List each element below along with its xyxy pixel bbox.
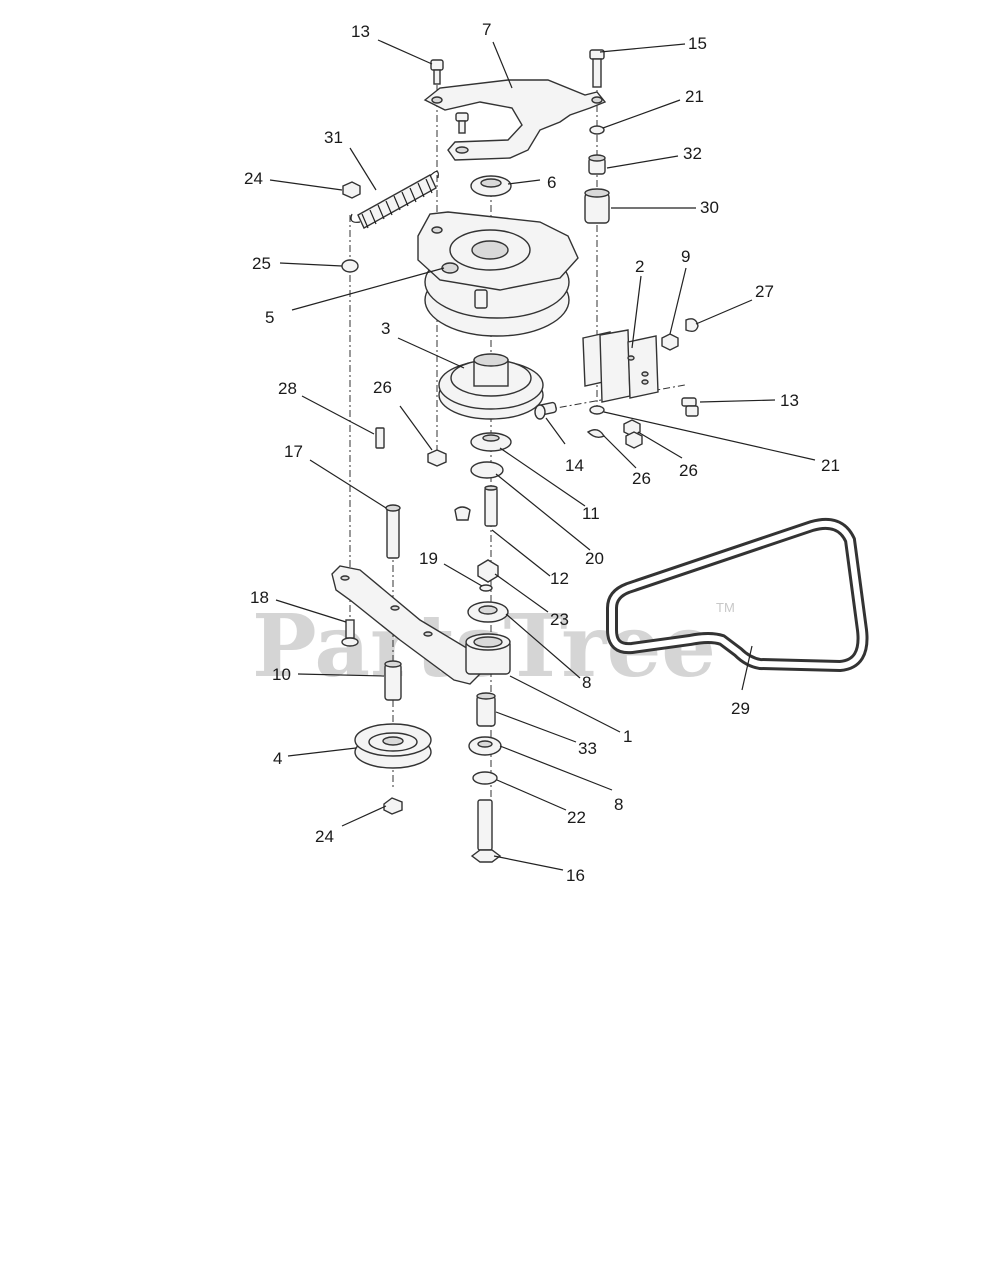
part-6-bearing	[470, 175, 512, 197]
part-31-spring	[350, 170, 439, 229]
callout-3: 3	[381, 319, 390, 338]
callout-23: 23	[550, 610, 569, 629]
part-26-nut	[427, 449, 447, 467]
part-26-clip	[586, 429, 605, 439]
callout-1: 1	[623, 727, 632, 746]
callout-2: 2	[635, 257, 644, 276]
part-26-nuts-right	[623, 419, 643, 449]
part-25-washer	[341, 259, 359, 273]
part-17-pin	[385, 504, 401, 559]
part-15-bolt	[589, 49, 605, 88]
callout-21-lower: 21	[821, 456, 840, 475]
leader-lines	[269, 39, 816, 871]
callout-26-b: 26	[632, 469, 651, 488]
part-3-pulley	[438, 353, 544, 420]
part-spacer-small	[454, 506, 471, 521]
part-28-key	[375, 427, 385, 449]
part-30-bushing	[584, 188, 610, 224]
callout-28: 28	[278, 379, 297, 398]
callout-9: 9	[681, 247, 690, 266]
part-13-bolt	[430, 59, 469, 134]
callout-14: 14	[565, 456, 584, 475]
callout-32: 32	[683, 144, 702, 163]
callout-26: 26	[373, 378, 392, 397]
callout-13-right: 13	[780, 391, 799, 410]
part-14-bolt	[534, 401, 557, 420]
part-20-washer	[470, 461, 504, 479]
part-8-bearing-lower	[468, 736, 502, 756]
callout-26-c: 26	[679, 461, 698, 480]
part-21-washer-lower	[589, 405, 605, 415]
part-23-nut	[477, 559, 499, 583]
callout-11: 11	[582, 504, 600, 523]
part-8-bearing	[467, 601, 509, 623]
part-19-washer	[479, 584, 493, 592]
part-5-clutch	[417, 211, 579, 337]
part-1-idler-arm	[331, 565, 487, 685]
callout-24-lower: 24	[315, 827, 334, 846]
part-2-bracket	[582, 329, 659, 403]
callout-33: 33	[578, 739, 597, 758]
part-33-spacer	[476, 692, 496, 727]
part-12-bolt	[484, 485, 498, 527]
callout-8: 8	[582, 673, 591, 692]
callout-5: 5	[265, 308, 274, 327]
callout-8-lower: 8	[614, 795, 623, 814]
part-22-washer	[472, 771, 498, 785]
callout-15: 15	[688, 34, 707, 53]
callout-27: 27	[755, 282, 774, 301]
callout-4: 4	[273, 749, 282, 768]
callout-19: 19	[419, 549, 438, 568]
callout-24: 24	[244, 169, 263, 188]
callout-18: 18	[250, 588, 269, 607]
callout-22: 22	[567, 808, 586, 827]
part-4-idler-pulley	[354, 723, 432, 769]
watermark-trademark: TM	[716, 600, 735, 615]
callout-12: 12	[550, 569, 569, 588]
part-9-nut	[661, 333, 679, 351]
callout-6: 6	[547, 173, 556, 192]
part-21-washer	[589, 125, 605, 135]
part-7-bracket-plate	[423, 79, 607, 161]
callout-25: 25	[252, 254, 271, 273]
callout-16: 16	[566, 866, 585, 885]
part-16-bolt	[470, 799, 502, 863]
callout-17: 17	[284, 442, 303, 461]
part-24-nut	[342, 181, 361, 199]
part-18-bolt	[341, 619, 359, 647]
part-11-spacer	[470, 432, 512, 452]
part-10-spacer	[384, 660, 402, 701]
callout-31: 31	[324, 128, 343, 147]
callout-21: 21	[685, 87, 704, 106]
callout-7: 7	[482, 20, 491, 39]
part-13-bolt-right	[681, 397, 699, 417]
part-32-spacer	[588, 154, 606, 175]
callout-labels: 13 7 15 21 32 31 6 24 30 25 2 9 27 5 3 2…	[244, 20, 840, 885]
callout-29: 29	[731, 699, 750, 718]
callout-30: 30	[700, 198, 719, 217]
part-27-clip	[685, 318, 699, 333]
part-24-nut-lower	[383, 797, 403, 815]
callout-20: 20	[585, 549, 604, 568]
part-1-hub	[465, 633, 511, 675]
callout-10: 10	[272, 665, 291, 684]
part-29-belt	[606, 517, 869, 673]
callout-13: 13	[351, 22, 370, 41]
